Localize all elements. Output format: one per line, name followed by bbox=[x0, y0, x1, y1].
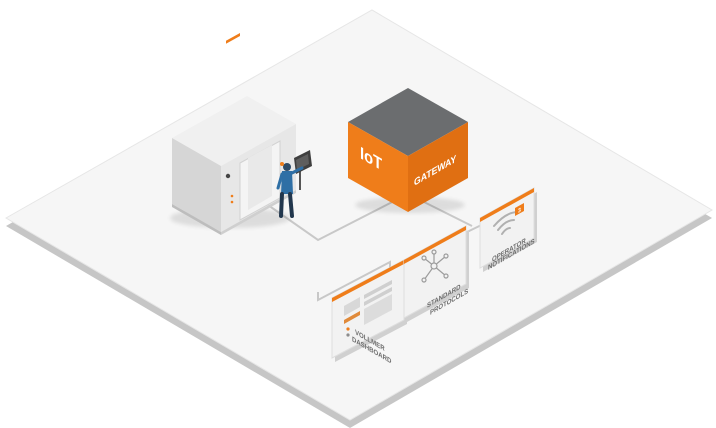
dashboard-icon bbox=[344, 280, 392, 337]
operator-figure bbox=[276, 162, 304, 218]
machine-indicator bbox=[225, 173, 231, 179]
machine-brand-stripe bbox=[226, 32, 240, 44]
platform bbox=[5, 9, 713, 428]
badge-count: 3 bbox=[518, 207, 521, 215]
cube-left-face bbox=[348, 122, 408, 212]
notification-badge: 3 bbox=[515, 203, 524, 216]
iot-gateway-cube: IoT GATEWAY bbox=[348, 88, 468, 213]
machine bbox=[170, 32, 312, 235]
cube-right-face bbox=[408, 122, 468, 212]
panel-vollmer-dashboard: VOLLMER DASHBOARD bbox=[331, 259, 407, 366]
network-nodes-icon bbox=[421, 249, 449, 283]
panel-standard-protocols: STANDARD PROTOCOLS bbox=[403, 225, 469, 322]
